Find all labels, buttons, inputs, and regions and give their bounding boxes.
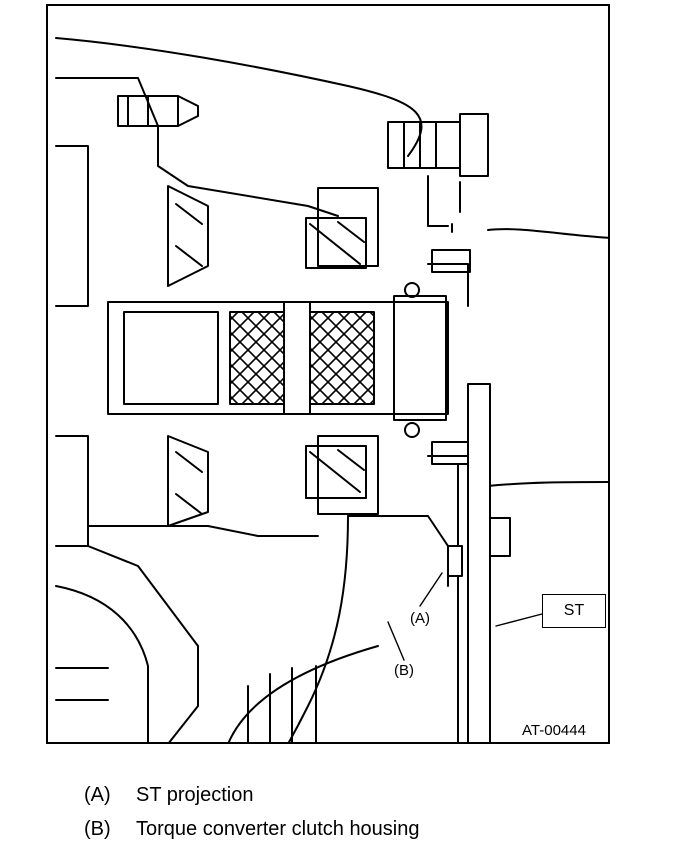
- lower-fins: [247, 665, 317, 742]
- leader-lines: [387, 572, 543, 661]
- legend-key: (B): [84, 818, 111, 840]
- leader-st: [495, 613, 543, 627]
- cross-section-drawing: [55, 37, 608, 742]
- legend-key: (A): [84, 784, 111, 806]
- leader-b: [387, 621, 405, 661]
- lower-bearing: [87, 435, 379, 537]
- shaft: [107, 295, 449, 421]
- seals: [404, 249, 471, 465]
- figure-id: AT-00444: [522, 722, 586, 739]
- upper-bolt: [117, 95, 199, 127]
- callout-st-box: ST: [542, 594, 606, 628]
- leader-a: [419, 572, 443, 607]
- callout-b: (B): [394, 662, 414, 679]
- legend-text: Torque converter clutch housing: [136, 818, 420, 840]
- legend-item-b: (B) Torque converter clutch housing: [84, 818, 420, 841]
- legend-text: ST projection: [136, 784, 254, 806]
- housing-outline: [55, 37, 423, 742]
- st-tool-drawing: [447, 383, 511, 742]
- right-bolt: [387, 113, 489, 227]
- legend-item-a: (A) ST projection: [84, 784, 253, 807]
- callout-a: (A): [410, 610, 430, 627]
- diagram-frame: (A) (B) ST AT-00444: [46, 4, 610, 744]
- upper-bearing: [167, 185, 379, 287]
